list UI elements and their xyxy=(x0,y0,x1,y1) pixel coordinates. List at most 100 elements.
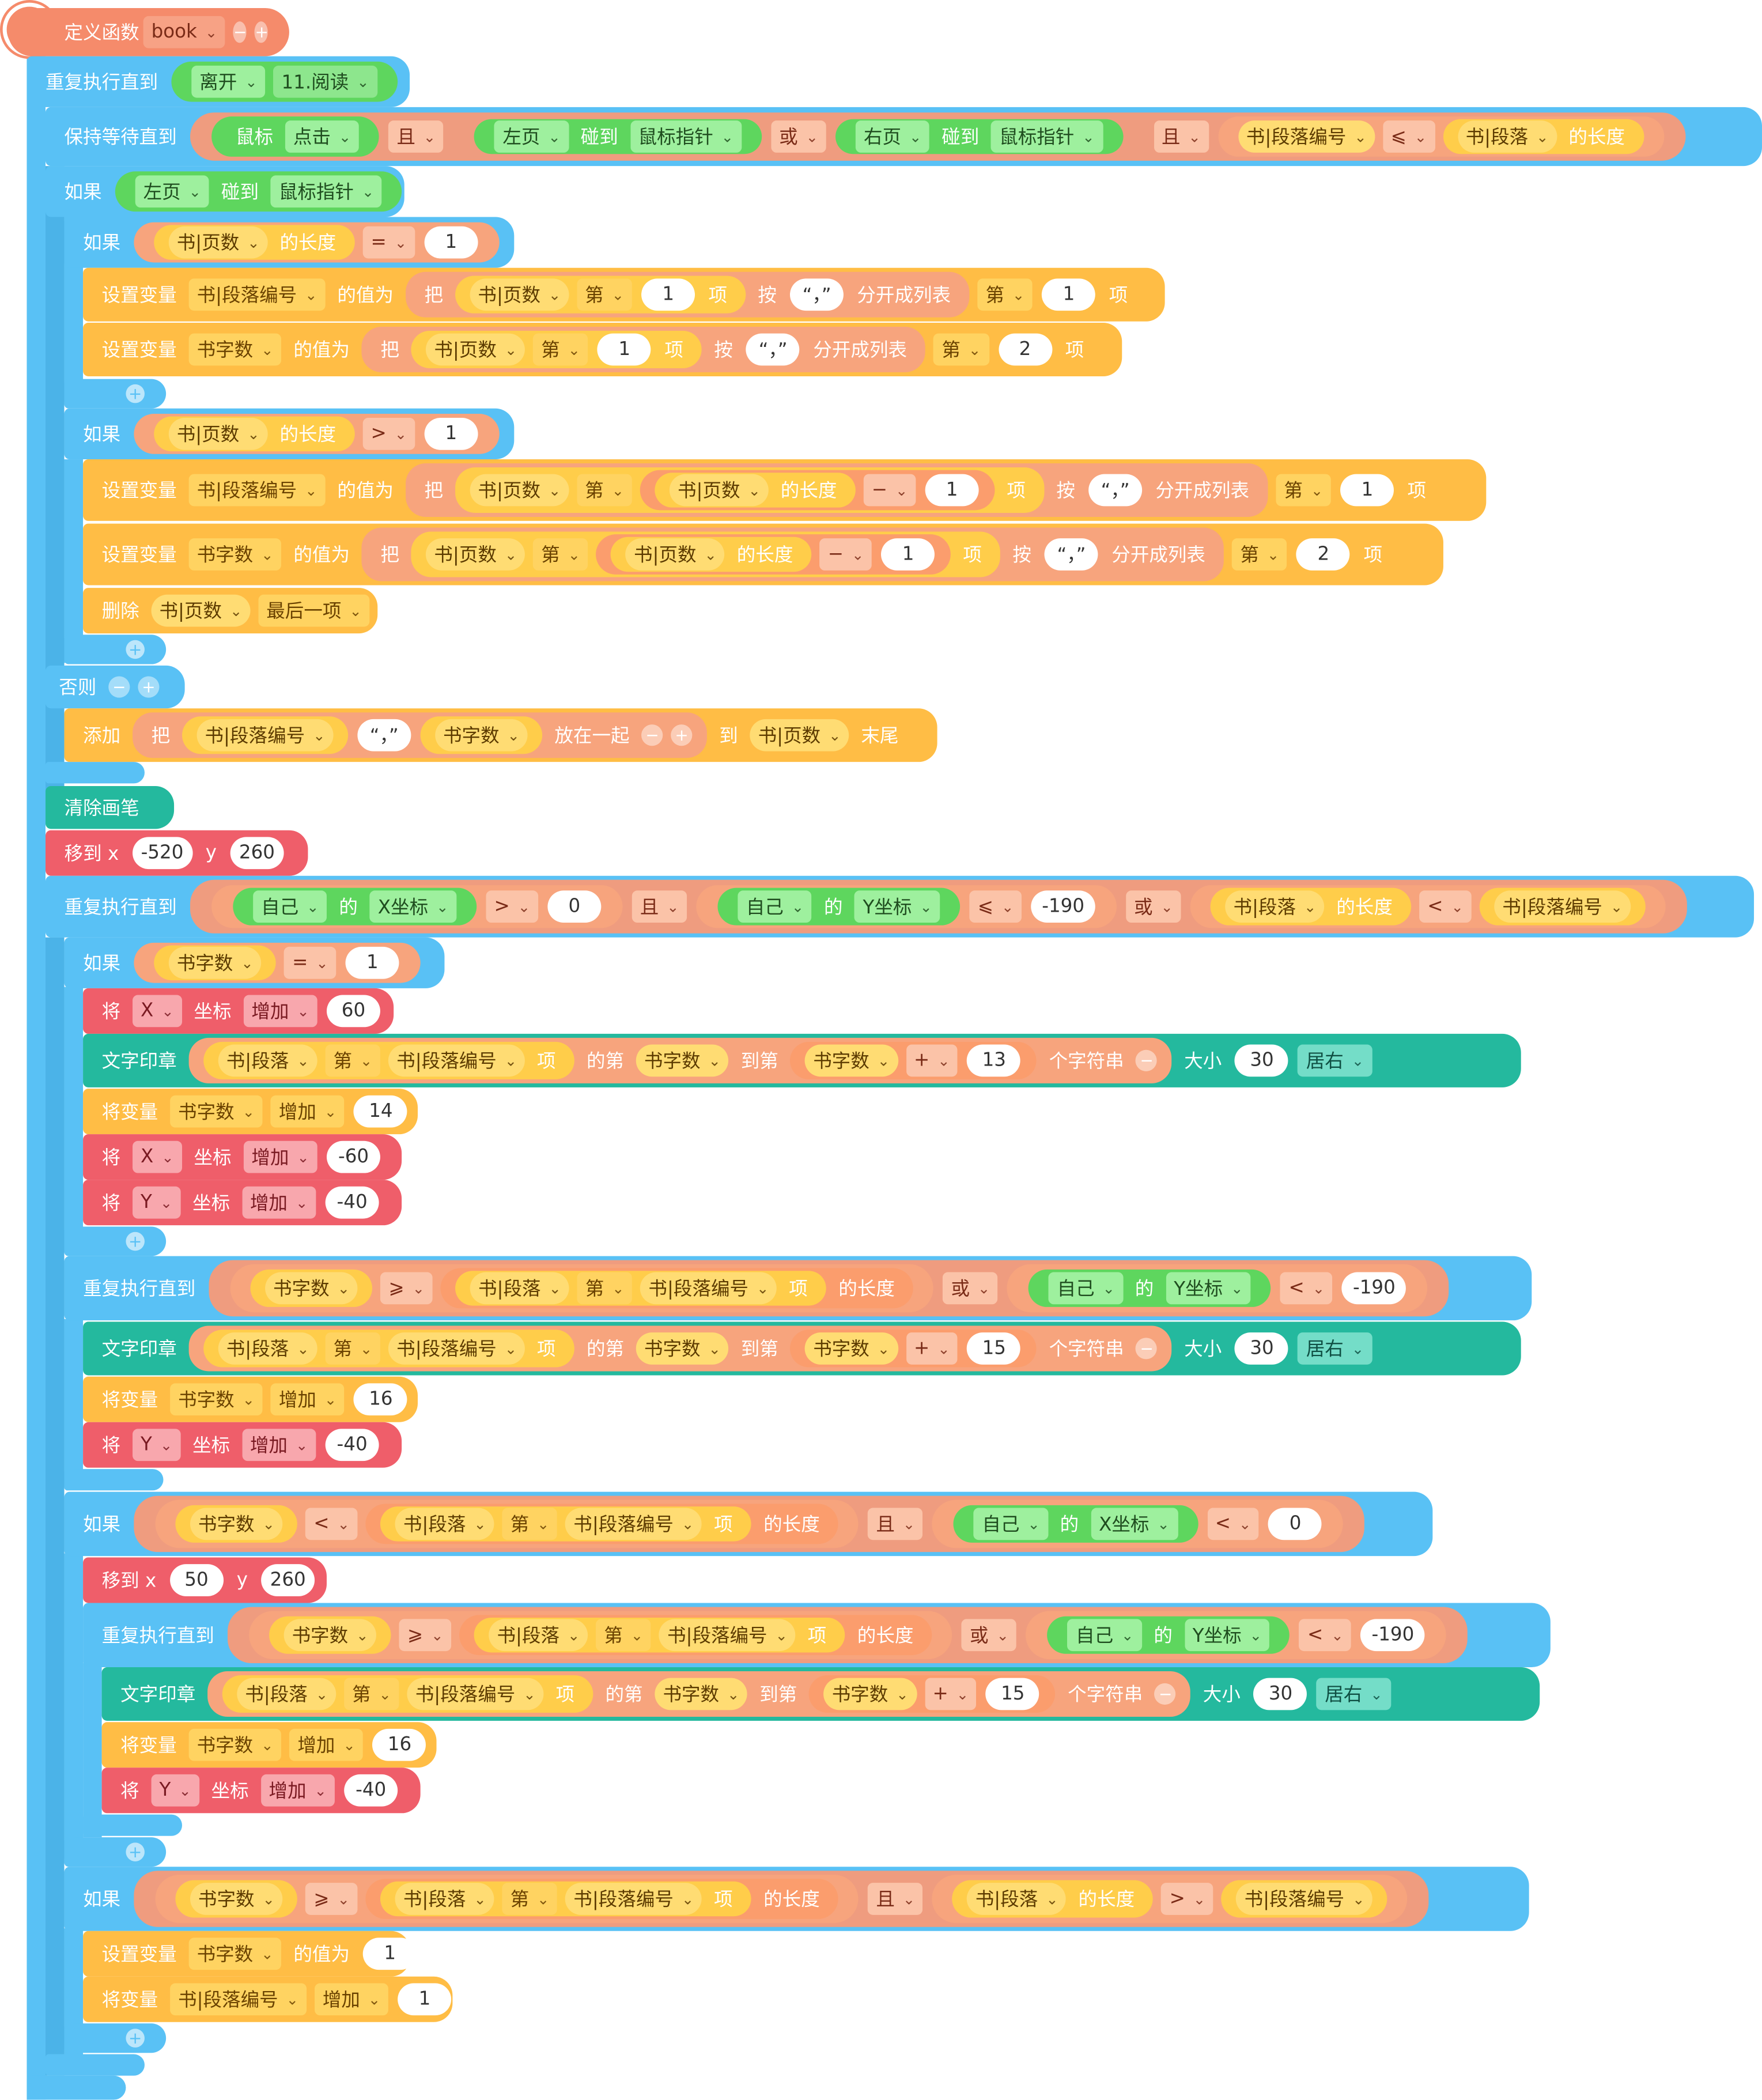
if-chars-lt-block[interactable]: 如果 书字数 < 书|段落 第 书|段落编号 项 的长度 且 自己 xyxy=(64,1491,1433,1557)
set-chars-block-2[interactable]: 设置变量 书字数 的值为 把 书|页数 第 书|页数 的长度 − 1 项 按 “… xyxy=(83,523,1443,586)
set-para-no-block-2[interactable]: 设置变量 书|段落编号 的值为 把 书|页数 第 书|页数 的长度 − 1 项 … xyxy=(83,459,1487,521)
minus-dropdown-2[interactable]: − xyxy=(819,538,872,571)
self-dropdown[interactable]: 自己 xyxy=(253,890,327,923)
and-dropdown-5[interactable]: 且 xyxy=(868,1883,924,1915)
nth-dropdown-7[interactable]: 第 xyxy=(533,538,588,571)
define-function-block[interactable]: 定义函数 book − + xyxy=(7,7,289,56)
axis-dropdown-4[interactable]: Y xyxy=(133,1429,181,1461)
self-dropdown-3[interactable]: 自己 xyxy=(1049,1272,1123,1305)
chars-var-2[interactable]: 书字数 xyxy=(168,946,262,979)
lt-dropdown-5[interactable]: < xyxy=(1299,1619,1352,1652)
ycoord-dropdown[interactable]: Y坐标 xyxy=(854,890,940,923)
pages-var-10[interactable]: 书|页数 xyxy=(750,719,849,751)
nth-dropdown-4[interactable]: 第 xyxy=(933,333,989,366)
compare-input-4[interactable]: 0 xyxy=(1268,1508,1322,1540)
scene-dropdown[interactable]: 11.阅读 xyxy=(273,65,377,98)
set-para-no-block[interactable]: 设置变量 书|段落编号 的值为 把 书|页数 第 1 项 按 “，” 分开成列表… xyxy=(83,267,1165,322)
repeat-until-chars-block-2[interactable]: 重复执行直到 书字数 ⩾ 书|段落 第 书|段落编号 项 的长度 或 xyxy=(83,1603,1551,1668)
chars-var-5[interactable]: 书字数 xyxy=(265,1272,358,1305)
if-chars-eq-1-block[interactable]: 如果 书字数 = 1 xyxy=(64,937,445,988)
clear-pen-block[interactable]: 清除画笔 xyxy=(46,786,175,829)
add-branch-icon-3[interactable]: + xyxy=(126,1232,145,1251)
nth-dropdown-2[interactable]: 第 xyxy=(977,278,1033,311)
chars-var-9[interactable]: 书字数 xyxy=(283,1619,377,1652)
remove-join-icon[interactable]: − xyxy=(641,724,663,746)
change-para-no-block[interactable]: 将变量 书|段落编号 增加 1 xyxy=(83,1976,453,2022)
pages-var-2[interactable]: 书|页数 xyxy=(470,278,569,311)
eq-dropdown-2[interactable]: = xyxy=(284,946,336,979)
para-no-var-9[interactable]: 书|段落编号 xyxy=(407,1678,544,1710)
align-dropdown-2[interactable]: 居右 xyxy=(1298,1332,1372,1365)
index-input-6[interactable]: 2 xyxy=(1296,538,1351,571)
nth-dropdown-8[interactable]: 第 xyxy=(1232,538,1288,571)
add-to-list-block[interactable]: 添加 把 书|段落编号 “，” 书字数 放在一起 − + 到 书|页数 末尾 xyxy=(64,708,937,762)
gt-dropdown-2[interactable]: > xyxy=(486,890,539,923)
compare-input-5[interactable]: -190 xyxy=(1360,1619,1425,1652)
var-dropdown-7[interactable]: 书字数 xyxy=(188,1728,282,1761)
if-pages-gt-1-block[interactable]: 如果 书|页数 的长度 > 1 xyxy=(64,408,515,460)
amount-input-3[interactable]: -60 xyxy=(327,1140,381,1173)
and-dropdown-4[interactable]: 且 xyxy=(868,1508,924,1540)
self-dropdown-4[interactable]: 自己 xyxy=(974,1508,1048,1540)
collapse-icon-2[interactable]: − xyxy=(1136,1338,1158,1359)
chars-var[interactable]: 书字数 xyxy=(435,719,528,751)
ge-dropdown-3[interactable]: ⩾ xyxy=(305,1883,358,1915)
stamp-text-block-2[interactable]: 文字印章 书|段落 第 书|段落编号 项 的第 书字数 到第 书字数 + 15 … xyxy=(83,1321,1521,1376)
or-dropdown[interactable]: 或 xyxy=(771,120,826,153)
or-dropdown-3[interactable]: 或 xyxy=(943,1272,999,1305)
op-dropdown-4[interactable]: 增加 xyxy=(242,1186,316,1219)
pointer-dropdown-3[interactable]: 鼠标指针 xyxy=(270,175,383,208)
change-y-block-3[interactable]: 将 Y 坐标 增加 -40 xyxy=(101,1767,421,1814)
left-page-dropdown-2[interactable]: 左页 xyxy=(135,175,210,208)
add-else-icon[interactable]: + xyxy=(138,676,160,698)
para-no-var-7[interactable]: 书|段落编号 xyxy=(565,1508,702,1540)
lt-dropdown-2[interactable]: < xyxy=(1280,1272,1333,1305)
var-dropdown[interactable]: 书|段落编号 xyxy=(188,278,326,311)
change-x-block[interactable]: 将 X 坐标 增加 60 xyxy=(83,988,394,1034)
change-chars-block-3[interactable]: 将变量 书字数 增加 16 xyxy=(101,1722,437,1768)
nth-dropdown-12[interactable]: 第 xyxy=(502,1508,558,1540)
plus-dropdown-3[interactable]: + xyxy=(924,1678,977,1710)
value-input-3[interactable]: 1 xyxy=(345,946,399,979)
add-join-icon[interactable]: + xyxy=(671,724,693,746)
op-dropdown-9[interactable]: 增加 xyxy=(314,1983,389,2016)
para-no-var[interactable]: 书|段落编号 xyxy=(1238,120,1375,153)
le-dropdown[interactable]: ⩽ xyxy=(1382,120,1435,153)
x-input[interactable]: -520 xyxy=(132,837,192,870)
para-var-3[interactable]: 书|段落 xyxy=(218,1044,317,1077)
gt-dropdown[interactable]: > xyxy=(362,417,415,450)
change-y-block-2[interactable]: 将 Y 坐标 增加 -40 xyxy=(83,1422,402,1468)
repeat-until-chars-block[interactable]: 重复执行直到 书字数 ⩾ 书|段落 第 书|段落编号 项 的长度 或 xyxy=(64,1256,1532,1321)
value-input[interactable]: 1 xyxy=(424,226,478,259)
delete-last-block[interactable]: 删除 书|页数 最后一项 xyxy=(83,588,378,634)
chars-var-4[interactable]: 书字数 xyxy=(805,1044,898,1077)
var-dropdown-3[interactable]: 书|段落编号 xyxy=(188,474,326,507)
nth-dropdown-15[interactable]: 第 xyxy=(502,1883,558,1915)
ycoord-dropdown-2[interactable]: Y坐标 xyxy=(1166,1272,1251,1305)
op-dropdown[interactable]: 增加 xyxy=(243,995,317,1028)
if-chars-ge-block[interactable]: 如果 书字数 ⩾ 书|段落 第 书|段落编号 项 的长度 且 书|段落 xyxy=(64,1867,1529,1931)
compare-input-2[interactable]: -190 xyxy=(1031,890,1095,923)
para-no-var-11[interactable]: 书|段落编号 xyxy=(1236,1883,1373,1915)
amount-input-4[interactable]: -40 xyxy=(325,1186,379,1219)
nth-dropdown[interactable]: 第 xyxy=(577,278,633,311)
chars-var-8[interactable]: 书字数 xyxy=(190,1508,283,1540)
add-branch-icon-5[interactable]: + xyxy=(126,2029,145,2048)
axis-dropdown-2[interactable]: X xyxy=(133,1140,182,1173)
pages-var[interactable]: 书|页数 xyxy=(168,226,268,259)
and-dropdown-2[interactable]: 且 xyxy=(1153,120,1209,153)
nth-dropdown-11[interactable]: 第 xyxy=(325,1332,381,1365)
change-x-block-2[interactable]: 将 X 坐标 增加 -60 xyxy=(83,1134,402,1180)
if-pages-eq-1-block[interactable]: 如果 书|页数 的长度 = 1 xyxy=(64,217,515,268)
para-var[interactable]: 书|段落 xyxy=(1457,120,1557,153)
axis-dropdown[interactable]: X xyxy=(133,995,182,1028)
pointer-dropdown[interactable]: 鼠标指针 xyxy=(630,120,742,153)
self-dropdown-2[interactable]: 自己 xyxy=(738,890,812,923)
chars-var-6[interactable]: 书字数 xyxy=(636,1332,729,1365)
para-no-var-6[interactable]: 书|段落编号 xyxy=(388,1332,525,1365)
else-block[interactable]: 否则 − + xyxy=(46,665,185,709)
index-input[interactable]: 1 xyxy=(641,278,695,311)
stamp-text-block[interactable]: 文字印章 书|段落 第 书|段落编号 项 的第 书字数 到第 书字数 + 13 … xyxy=(83,1033,1521,1087)
amount-input-5[interactable]: 16 xyxy=(354,1383,408,1416)
compare-input-3[interactable]: -190 xyxy=(1342,1272,1406,1305)
